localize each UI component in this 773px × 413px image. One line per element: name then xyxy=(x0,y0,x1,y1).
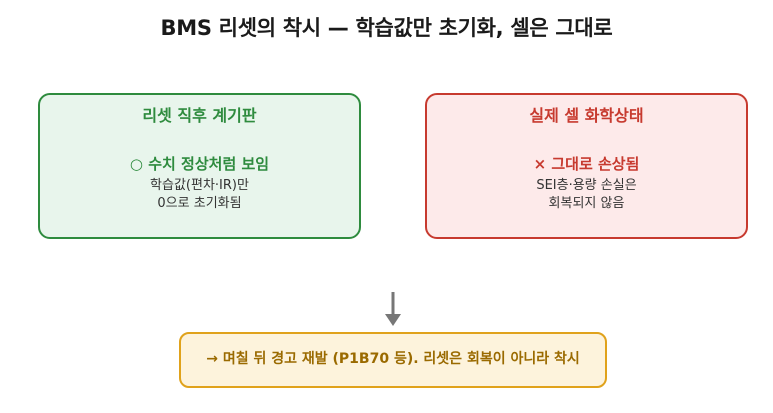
dashboard-detail-line-1: 학습값(편차·IR)만 xyxy=(150,178,249,193)
dashboard-after-reset-card: 리셋 직후 계기판 ○ 수치 정상처럼 보임 학습값(편차·IR)만 0으로 초… xyxy=(38,93,361,239)
chemistry-card-status: × 그대로 손상됨 xyxy=(533,155,640,173)
dashboard-card-status: ○ 수치 정상처럼 보임 xyxy=(129,155,270,173)
dashboard-card-detail: 학습값(편차·IR)만 0으로 초기화됨 xyxy=(40,177,359,213)
chemistry-card-detail: SEI층·용량 손실은 회복되지 않음 xyxy=(427,177,746,213)
cell-chemistry-card: 실제 셀 화학상태 × 그대로 손상됨 SEI층·용량 손실은 회복되지 않음 xyxy=(425,93,748,239)
chemistry-detail-line-2: 회복되지 않음 xyxy=(548,196,625,211)
chemistry-card-title: 실제 셀 화학상태 xyxy=(529,106,644,125)
diagram-title: BMS 리셋의 착시 — 학습값만 초기화, 셀은 그대로 xyxy=(160,16,613,40)
chemistry-detail-line-1: SEI층·용량 손실은 xyxy=(536,178,637,193)
dashboard-card-title: 리셋 직후 계기판 xyxy=(142,106,257,125)
result-warning-box: → 며칠 뒤 경고 재발 (P1B70 등). 리셋은 회복이 아니라 착시 xyxy=(179,332,607,388)
arrow-down-icon xyxy=(385,292,401,326)
dashboard-detail-line-2: 0으로 초기화됨 xyxy=(157,196,242,211)
